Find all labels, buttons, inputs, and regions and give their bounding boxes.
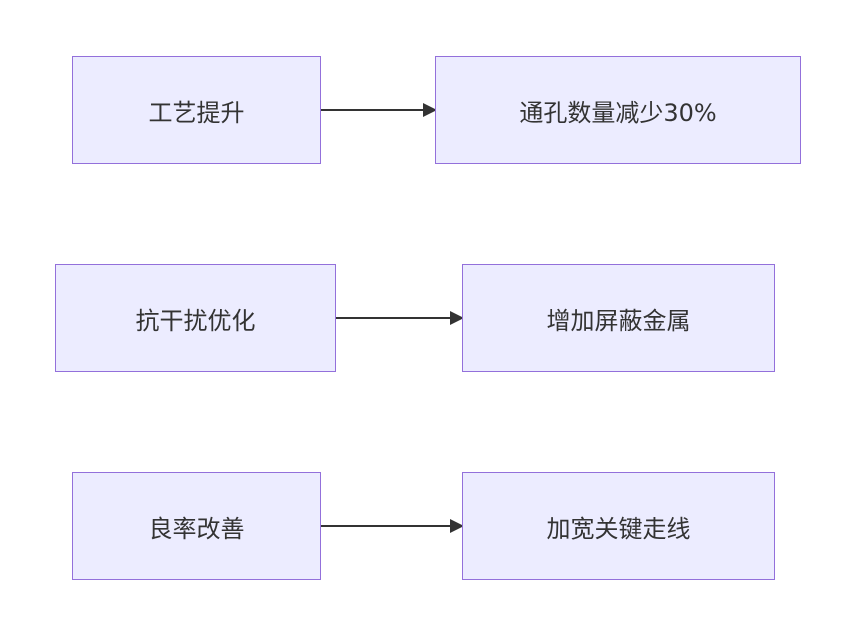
node-yield-improvement: 良率改善 <box>72 472 321 580</box>
node-add-shielding-metal: 增加屏蔽金属 <box>462 264 775 372</box>
node-label: 增加屏蔽金属 <box>546 306 691 335</box>
node-label: 良率改善 <box>148 514 245 543</box>
node-via-reduction: 通孔数量减少30% <box>435 56 801 164</box>
node-label: 抗干扰优化 <box>135 306 256 335</box>
node-label: 工艺提升 <box>148 98 245 127</box>
node-label: 加宽关键走线 <box>546 514 691 543</box>
edge-arrow <box>321 103 437 117</box>
node-widen-critical-traces: 加宽关键走线 <box>462 472 775 580</box>
node-process-improvement: 工艺提升 <box>72 56 321 164</box>
node-interference-optimization: 抗干扰优化 <box>55 264 336 372</box>
node-label: 通孔数量减少30% <box>519 98 717 127</box>
edge-arrow <box>321 519 464 533</box>
edge-arrow <box>336 311 464 325</box>
